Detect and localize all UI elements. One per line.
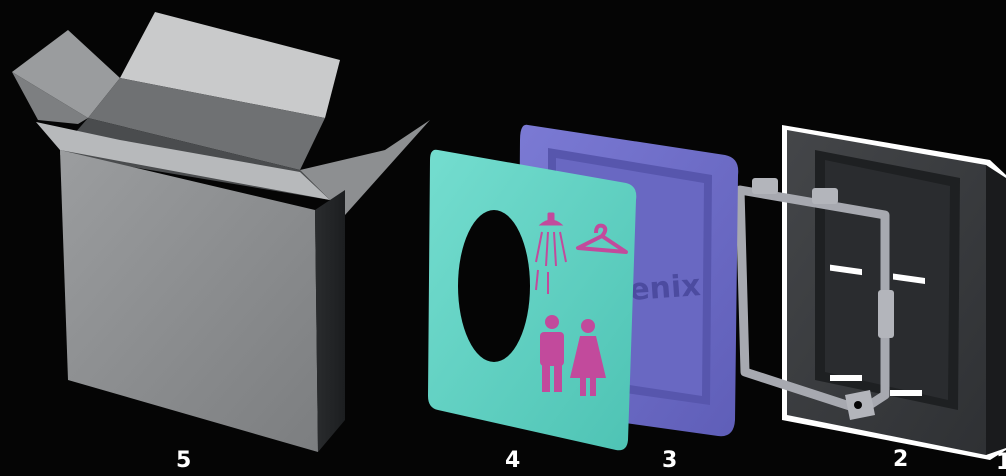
plate-brand-text: enix [628,268,702,308]
box-side-face [315,190,345,452]
box-front-face [60,150,318,452]
cover-opening [458,210,530,362]
part-number-1: 1 [996,452,1006,474]
box-part-5 [12,12,430,452]
part-number-3: 3 [662,450,677,472]
housing-part-1 [782,125,1006,460]
part-number-2: 2 [893,449,908,471]
part-number-5: 5 [176,450,191,472]
cover-part-4 [428,150,636,451]
box-right-flap [300,120,430,215]
part-number-4: 4 [505,450,520,472]
